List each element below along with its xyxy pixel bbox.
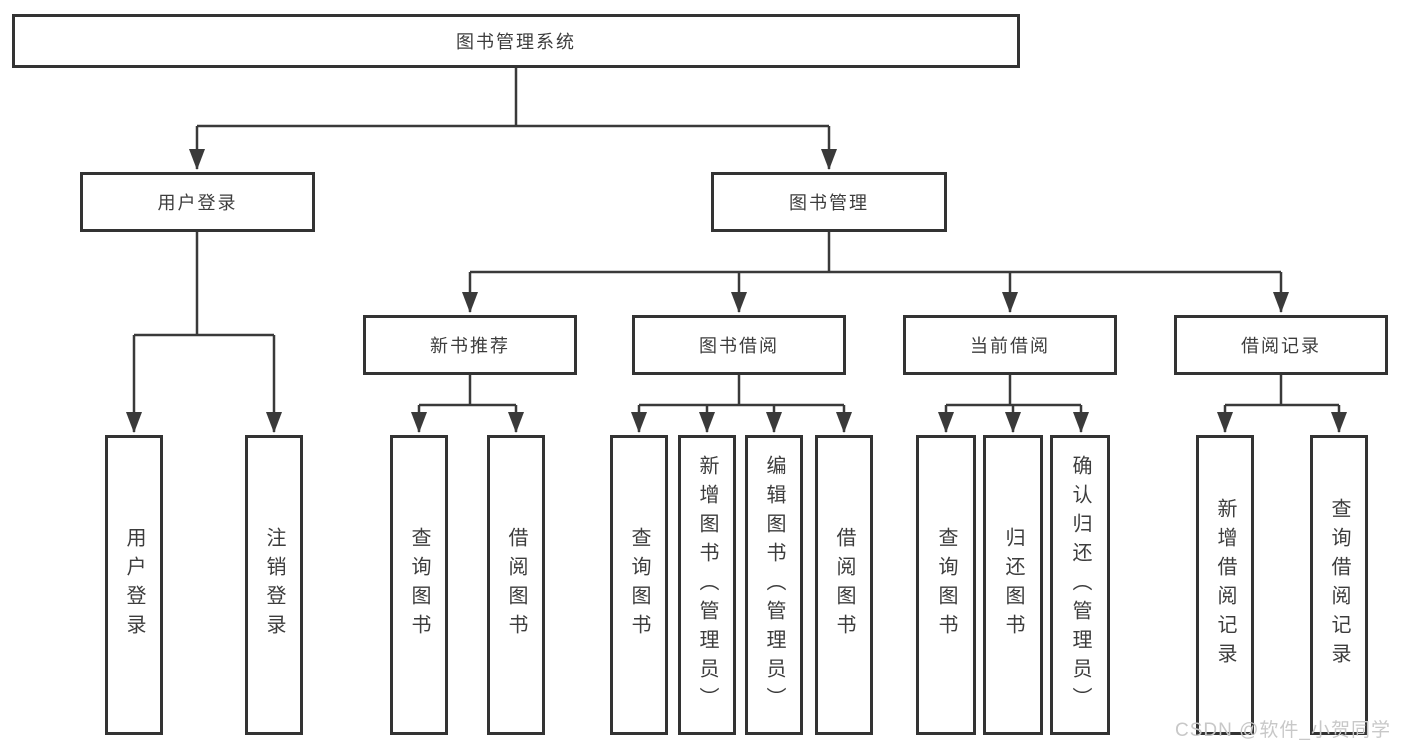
node-new-book-recommend: 新书推荐: [363, 315, 577, 375]
leaf-label: 借阅图书: [505, 527, 527, 643]
leaf-label: 查询图书: [628, 527, 650, 643]
connector-new-book: [419, 375, 516, 407]
leaf-user-login: 用户登录: [105, 435, 163, 735]
leaf-label: 用户登录: [123, 527, 145, 643]
connector-current-borrow: [946, 375, 1081, 407]
connector-user-login: [134, 232, 274, 337]
node-borrow-records: 借阅记录: [1174, 315, 1388, 375]
leaf-label: 新增借阅记录: [1214, 498, 1236, 672]
leaf-label: 注销登录: [263, 527, 285, 643]
leaf-label: 借阅图书: [833, 527, 855, 643]
leaf-query-books-recommend: 查询图书: [390, 435, 448, 735]
leaf-label: 查询图书: [408, 527, 430, 643]
leaf-query-borrow-record: 查询借阅记录: [1310, 435, 1368, 735]
leaf-add-borrow-record: 新增借阅记录: [1196, 435, 1254, 735]
leaf-confirm-return-admin: 确认归还（管理员）: [1050, 435, 1110, 735]
connector-book-management: [470, 232, 1281, 274]
leaf-label: 确认归还（管理员）: [1069, 454, 1091, 716]
leaf-label: 查询借阅记录: [1328, 498, 1350, 672]
connector-borrow-records: [1225, 375, 1339, 407]
leaf-borrow-books: 借阅图书: [815, 435, 873, 735]
leaf-label: 编辑图书（管理员）: [763, 454, 785, 716]
leaf-return-books: 归还图书: [983, 435, 1043, 735]
leaf-label: 归还图书: [1002, 527, 1024, 643]
leaf-label: 新增图书（管理员）: [696, 454, 718, 716]
node-current-borrow: 当前借阅: [903, 315, 1117, 375]
node-user-login: 用户登录: [80, 172, 315, 232]
leaf-edit-book-admin: 编辑图书（管理员）: [745, 435, 803, 735]
leaf-borrow-books-recommend: 借阅图书: [487, 435, 545, 735]
connector-book-borrow: [639, 375, 844, 407]
node-book-borrow: 图书借阅: [632, 315, 846, 375]
leaf-label: 查询图书: [935, 527, 957, 643]
leaf-query-books-current: 查询图书: [916, 435, 976, 735]
node-book-management: 图书管理: [711, 172, 947, 232]
node-library-system: 图书管理系统: [12, 14, 1020, 68]
leaf-add-book-admin: 新增图书（管理员）: [678, 435, 736, 735]
leaf-query-books-borrow: 查询图书: [610, 435, 668, 735]
connector-root: [197, 68, 829, 128]
leaf-logout: 注销登录: [245, 435, 303, 735]
